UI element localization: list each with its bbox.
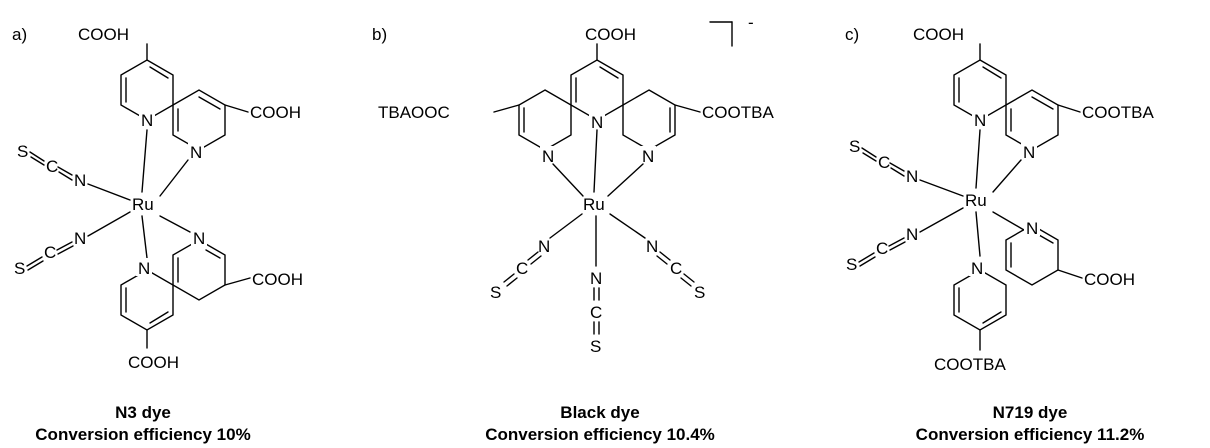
group-a-right1: COOH	[250, 103, 301, 122]
pyridine-ring-c3	[1005, 224, 1059, 286]
atom-b-c2: C	[670, 259, 682, 278]
group-c-right2: COOH	[1084, 270, 1135, 289]
atom-a-n2: N	[190, 143, 202, 162]
atom-b-n3: N	[642, 147, 654, 166]
panel-a: a) COOH COOH N N Ru S C N	[12, 25, 303, 444]
panel-b-label: b)	[372, 25, 387, 44]
atom-a-n4: N	[74, 229, 86, 248]
pyridine-ring-b2	[518, 89, 572, 151]
atom-b-s1: S	[490, 283, 501, 302]
panel-c: c) COOH COOTBA N N Ru S C N N C	[845, 25, 1154, 444]
atom-b-c3: C	[590, 303, 602, 322]
atom-c-n4: N	[906, 225, 918, 244]
caption-a-name: N3 dye	[115, 403, 171, 422]
metal-c: Ru	[965, 191, 987, 210]
pyridine-ring-b1	[570, 59, 624, 121]
panel-b: b) - COOH TBAOOC COOTBA N N	[372, 13, 774, 444]
metal-b: Ru	[583, 195, 605, 214]
charge-b: -	[748, 13, 754, 32]
metal-a: Ru	[132, 195, 154, 214]
panel-c-label: c)	[845, 25, 859, 44]
atom-b-n6: N	[590, 269, 602, 288]
atom-a-n1: N	[141, 111, 153, 130]
panel-a-label: a)	[12, 25, 27, 44]
atom-a-c2: C	[44, 243, 56, 262]
atom-b-n4: N	[538, 237, 550, 256]
group-a-top: COOH	[78, 25, 129, 44]
group-c-bottom: COOTBA	[934, 355, 1006, 374]
group-a-right2: COOH	[252, 270, 303, 289]
pyridine-ring-c4	[953, 269, 1007, 331]
group-c-top: COOH	[913, 25, 964, 44]
atom-a-s2: S	[14, 259, 25, 278]
atom-c-s1: S	[849, 137, 860, 156]
atom-a-n3: N	[74, 171, 86, 190]
atom-c-n1: N	[974, 111, 986, 130]
atom-c-n5: N	[1026, 219, 1038, 238]
pyridine-ring-a3	[172, 239, 226, 301]
atom-c-c1: C	[878, 153, 890, 172]
group-b-right: COOTBA	[702, 103, 774, 122]
atom-c-n3: N	[906, 167, 918, 186]
atom-b-n5: N	[646, 237, 658, 256]
caption-b-name: Black dye	[560, 403, 639, 422]
atom-b-s3: S	[590, 337, 601, 356]
atom-a-c1: C	[46, 157, 58, 176]
group-b-top: COOH	[585, 25, 636, 44]
atom-c-n6: N	[971, 259, 983, 278]
atom-b-s2: S	[694, 283, 705, 302]
pyridine-ring-b3	[622, 89, 676, 151]
pyridine-ring-c2	[1005, 89, 1059, 151]
atom-c-s2: S	[846, 255, 857, 274]
caption-a-efficiency: Conversion efficiency 10%	[35, 425, 250, 444]
group-c-right1: COOTBA	[1082, 103, 1154, 122]
atom-a-n5: N	[193, 229, 205, 248]
atom-c-c2: C	[876, 239, 888, 258]
caption-c-efficiency: Conversion efficiency 11.2%	[916, 425, 1145, 444]
atom-b-n2: N	[542, 147, 554, 166]
atom-a-n6: N	[138, 259, 150, 278]
atom-b-c1: C	[516, 259, 528, 278]
atom-c-n2: N	[1023, 143, 1035, 162]
caption-b-efficiency: Conversion efficiency 10.4%	[485, 425, 715, 444]
caption-c-name: N719 dye	[993, 403, 1068, 422]
pyridine-ring-a4	[120, 269, 174, 331]
group-b-left: TBAOOC	[378, 103, 450, 122]
atom-b-n1: N	[591, 113, 603, 132]
group-a-bottom: COOH	[128, 353, 179, 372]
atom-a-s1: S	[17, 142, 28, 161]
pyridine-ring-a2	[172, 89, 226, 151]
